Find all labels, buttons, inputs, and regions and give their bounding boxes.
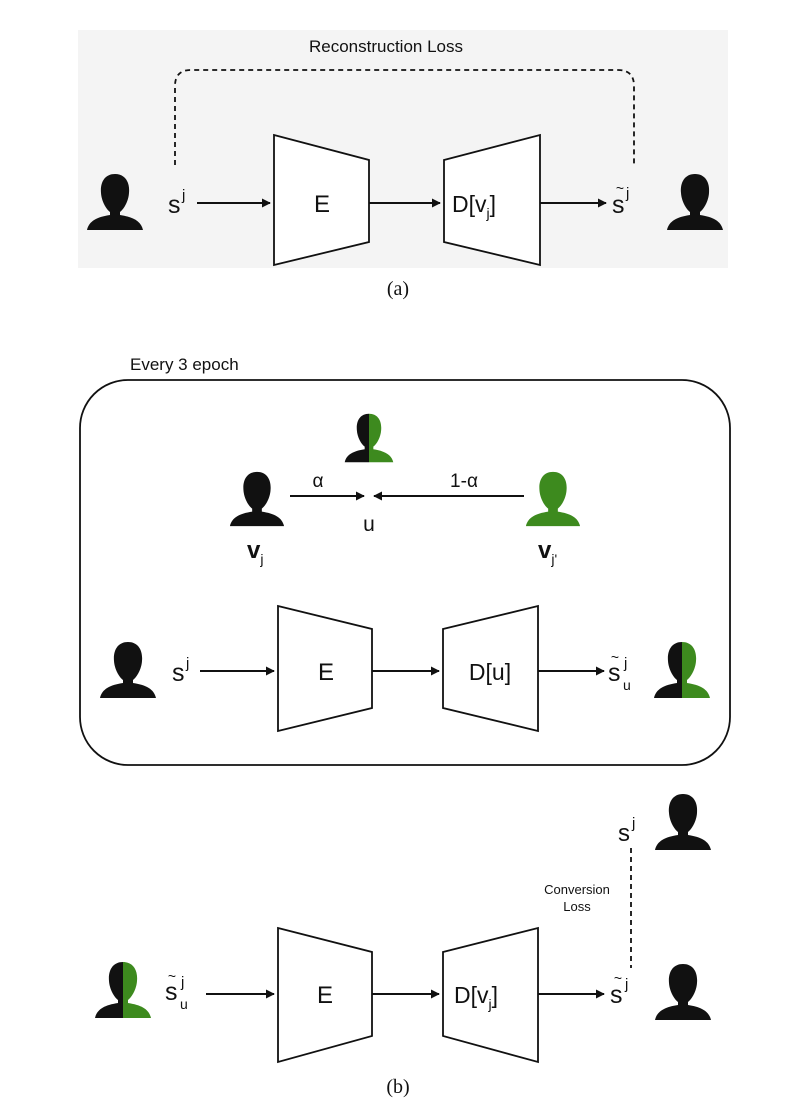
input-s: s	[168, 191, 181, 219]
speaker-vj-prime-icon	[526, 472, 580, 526]
target-s: s	[618, 820, 630, 847]
row1-decoder-label: D[u]	[469, 659, 511, 685]
target-s-sup: j	[631, 815, 635, 832]
speaker-vj-icon	[230, 472, 284, 526]
row2-input-sup: j	[180, 974, 184, 991]
row2-output-sup: j	[624, 976, 628, 993]
output-s-sup: j	[625, 185, 629, 202]
row1-output-tilde-mark: ~	[611, 649, 619, 665]
row2-decoder-block	[442, 926, 539, 1064]
mixed-input-speaker-icon	[95, 962, 151, 1018]
one-minus-alpha-label: 1-α	[450, 471, 478, 492]
converted-speaker-icon	[655, 964, 711, 1020]
conversion-loss-label-line1: Conversion	[544, 882, 610, 897]
conversion-loss-label-line2: Loss	[563, 899, 591, 914]
alpha-label: α	[313, 471, 324, 492]
decoder-block	[443, 133, 541, 267]
u-label: u	[363, 513, 375, 536]
row2-encoder-block	[277, 926, 373, 1064]
encoder-label: E	[314, 191, 330, 218]
decoder-label: D[vj]	[452, 191, 496, 221]
every-3-epoch-box	[79, 379, 731, 766]
row2-encoder-label: E	[317, 982, 333, 1009]
caption-a: (a)	[387, 278, 409, 300]
caption-b: (b)	[386, 1076, 409, 1098]
output-s-tilde: s	[612, 191, 625, 219]
mixed-speaker-icon	[345, 414, 394, 463]
row1-decoder-block	[442, 604, 539, 733]
row2-output-s: s	[610, 981, 623, 1009]
encoder-block	[273, 133, 370, 267]
target-speaker-icon	[655, 794, 711, 850]
mixed-output-speaker-icon	[654, 642, 710, 698]
row2-decoder-label: D[vj]	[454, 982, 498, 1012]
input-s-sup: j	[181, 187, 185, 204]
reconstruction-loss-label: Reconstruction Loss	[309, 37, 463, 56]
reconstruction-loss-path	[174, 69, 635, 165]
row2-input-tilde-mark: ~	[168, 968, 176, 984]
every-3-epoch-label: Every 3 epoch	[130, 355, 239, 374]
row2-output-tilde-mark: ~	[614, 970, 622, 986]
vj-label: vj	[247, 537, 263, 567]
row1-output-sup: j	[623, 655, 627, 672]
speaker-row1-icon	[100, 642, 156, 698]
panel-a-background	[78, 30, 728, 268]
row1-output-sub: u	[623, 677, 631, 693]
row2-input-s: s	[165, 978, 178, 1006]
row1-encoder-block	[277, 604, 373, 733]
row1-output-s: s	[608, 659, 621, 687]
panel-a: Reconstruction Loss s j E D[vj] s ~ j (a…	[78, 30, 728, 300]
row2-input-sub: u	[180, 996, 188, 1012]
row1-encoder-label: E	[318, 659, 334, 686]
row1-input-sup: j	[185, 655, 189, 672]
row1-input-s: s	[172, 659, 185, 687]
panel-b: Every 3 epoch vj vj' α 1-α u s j E D[u] …	[79, 355, 731, 1098]
vj-prime-label: vj'	[538, 537, 557, 567]
output-tilde-mark: ~	[616, 180, 624, 196]
